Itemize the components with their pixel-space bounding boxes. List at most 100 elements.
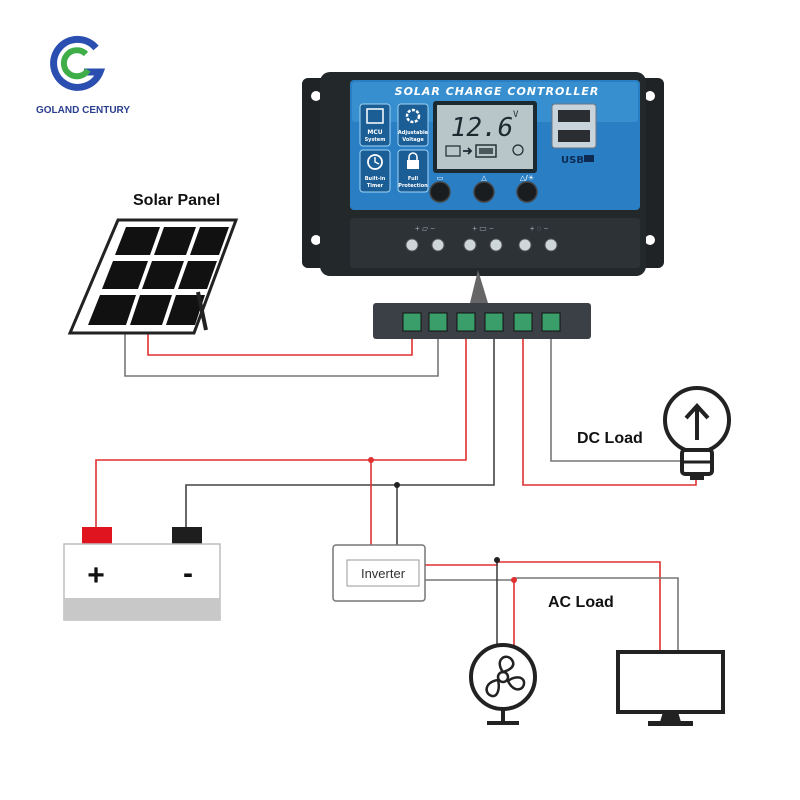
charge-controller: SOLAR CHARGE CONTROLLER MCU System Adjus…	[302, 72, 664, 276]
inverter: Inverter	[332, 544, 426, 602]
wires	[95, 322, 697, 652]
feature-label-line2: System	[365, 137, 386, 143]
solar-cell	[154, 227, 196, 255]
terminal-slot	[541, 312, 561, 332]
battery-terminal-marks: + ▭ −	[472, 224, 494, 233]
feature-label-line1: Full	[408, 176, 418, 182]
chip-icon	[366, 108, 384, 124]
brand-logo: GOLAND CENTURY	[36, 35, 130, 116]
button-label: △	[481, 174, 487, 182]
clock-icon	[367, 154, 383, 170]
lcd-display: 12.6 V	[433, 101, 537, 173]
solar-cell	[166, 295, 205, 325]
solar-cell	[115, 227, 160, 255]
usb-port-2[interactable]	[558, 130, 590, 142]
wire-solar-negative	[124, 322, 439, 377]
wire-dcload-positive	[522, 322, 697, 486]
gear-icon	[405, 108, 421, 124]
solar-cell	[130, 295, 172, 325]
terminal-screw[interactable]	[544, 238, 558, 252]
solar-cell	[178, 261, 217, 289]
mount-hole	[311, 235, 321, 245]
battery-bottom-band	[64, 598, 220, 620]
solar-cell	[102, 261, 148, 289]
lock-icon	[407, 160, 419, 169]
wire-dcload-negative	[550, 322, 683, 462]
usb-label: USB	[561, 155, 584, 166]
ac-load-label: AC Load	[548, 594, 614, 611]
junction-dot	[511, 577, 517, 583]
terminal-block-enlarged	[373, 303, 591, 339]
solar-panel: Solar Panel	[67, 192, 239, 335]
controller-terminals: + ▱ − + ▭ − + ◌ −	[350, 218, 640, 268]
battery: + -	[63, 527, 221, 621]
junction-dot	[494, 557, 500, 563]
feature-tile	[397, 149, 429, 193]
terminal-screw[interactable]	[431, 238, 445, 252]
terminal-block	[373, 303, 591, 339]
terminal-screw[interactable]	[489, 238, 503, 252]
wire-ac-negative	[425, 577, 679, 652]
terminal-screw[interactable]	[463, 238, 477, 252]
inverter-panel	[346, 559, 420, 587]
terminal-slot	[456, 312, 476, 332]
feature-label-line2: Voltage	[402, 137, 424, 143]
battery-negative-terminal	[172, 527, 202, 544]
menu-button[interactable]	[429, 181, 451, 203]
usb-port-1[interactable]	[558, 110, 590, 122]
junction-dot	[368, 457, 374, 463]
lock-shackle	[408, 152, 418, 160]
monitor-stand	[660, 712, 681, 722]
feature-tile	[397, 103, 429, 147]
controller-title: SOLAR CHARGE CONTROLLER	[395, 85, 600, 98]
terminal-slot	[402, 312, 422, 332]
terminal-slot	[428, 312, 448, 332]
clock-hands	[374, 157, 380, 165]
button-label: △/☀	[520, 174, 534, 182]
bulb-filament-icon	[684, 403, 710, 440]
battery-plus-sign: +	[87, 559, 105, 592]
solar-cell	[190, 227, 229, 255]
terminal-screw[interactable]	[518, 238, 532, 252]
light-button[interactable]	[516, 181, 538, 203]
usb-plug-icon	[584, 155, 594, 162]
solar-panel-stand	[196, 291, 208, 331]
brand-name: GOLAND CENTURY	[36, 105, 130, 116]
wire-ac-positive	[425, 561, 661, 652]
solar-cells	[88, 227, 229, 325]
dc-load: DC Load	[577, 386, 731, 480]
feature-label-line2: Timer	[367, 183, 384, 189]
battery-minus-sign: -	[183, 557, 193, 590]
wire-battery-negative	[185, 322, 495, 530]
terminal-slot	[484, 312, 504, 332]
button-label: ▭	[437, 174, 444, 182]
callout-pointer	[470, 270, 488, 303]
solar-cell	[88, 295, 136, 325]
dc-load-label: DC Load	[577, 430, 643, 447]
battery-positive-terminal	[82, 527, 112, 544]
terminal-slot	[513, 312, 533, 332]
up-button[interactable]	[473, 181, 495, 203]
feature-label-line2: Protection	[398, 183, 428, 189]
monitor-base	[648, 721, 693, 726]
solar-terminal-marks: + ▱ −	[415, 224, 435, 233]
logo-g-inner	[60, 47, 91, 80]
mount-hole	[645, 235, 655, 245]
lcd-solar-icon	[445, 145, 461, 157]
terminal-screw[interactable]	[405, 238, 419, 252]
fan-blade	[485, 678, 500, 698]
feature-label-line1: MCU	[367, 129, 382, 136]
monitor-icon	[616, 650, 725, 714]
solar-cell	[142, 261, 184, 289]
feature-label-line1: Built-in	[365, 176, 386, 182]
logo-g-outer	[50, 35, 106, 91]
feature-tiles: MCU System Adjustable Voltage Built-in T…	[359, 103, 429, 193]
mount-hole	[311, 91, 321, 101]
lcd-arrow-icon	[463, 147, 473, 155]
lcd-bulb-icon	[512, 144, 524, 156]
fan	[469, 643, 537, 725]
solar-panel-label: Solar Panel	[133, 192, 220, 209]
lcd-screen	[437, 105, 533, 169]
bulb-tip	[690, 474, 704, 480]
lcd-voltage-value: 12.6	[451, 113, 514, 143]
